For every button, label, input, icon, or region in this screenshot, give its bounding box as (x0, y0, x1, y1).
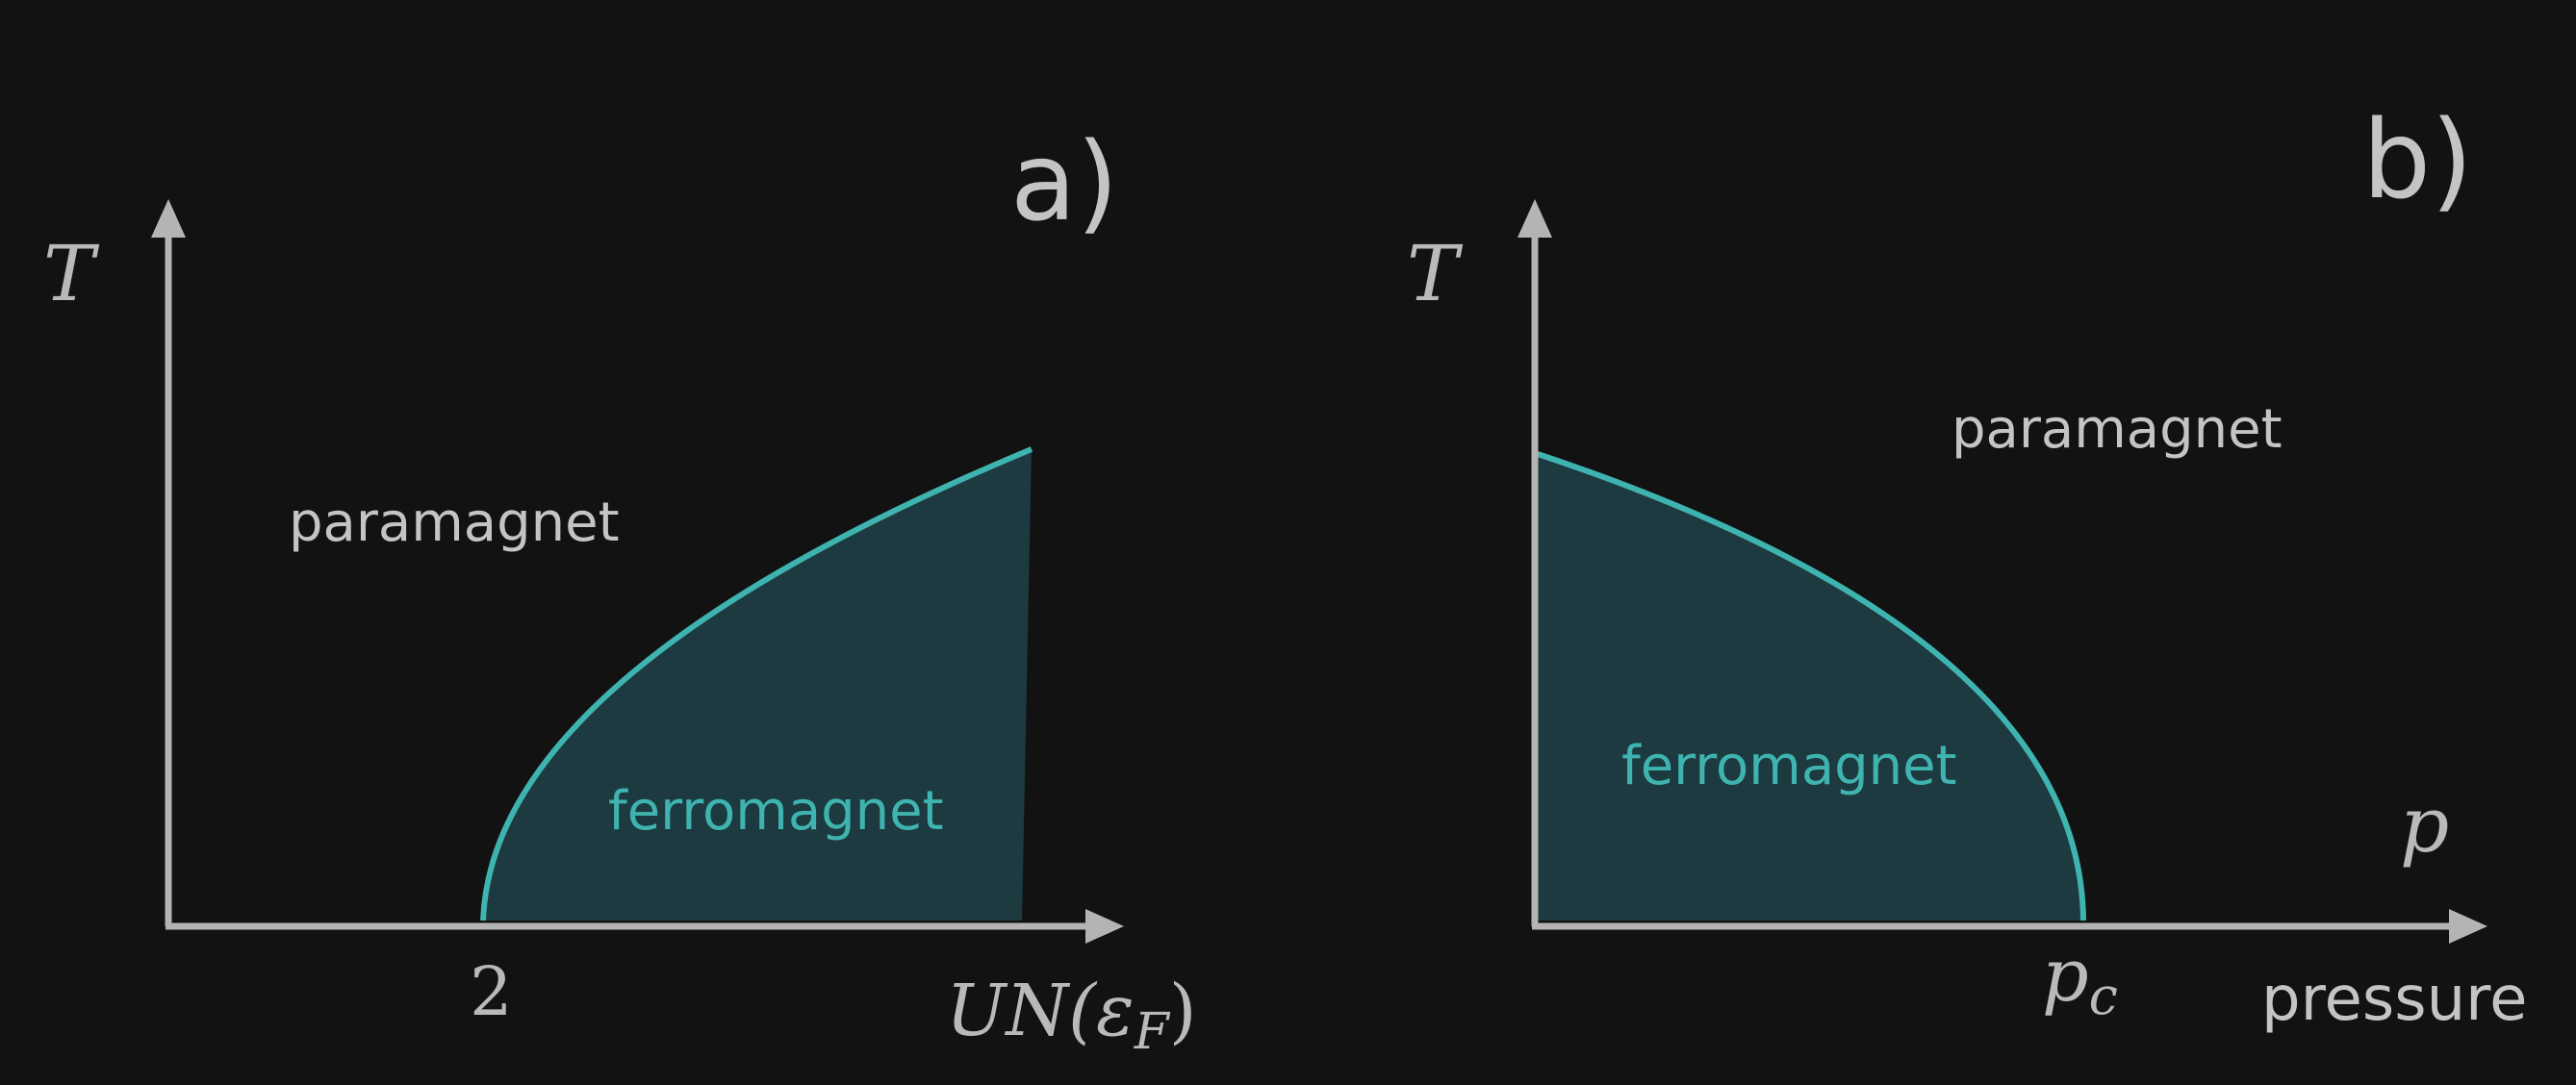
panel-a-phase-boundary (480, 446, 1033, 921)
panel-b-label: b) (2362, 98, 2473, 223)
panel-b-paramagnet-label: paramagnet (1951, 398, 2283, 461)
panel-b-y-arrow-head (1518, 199, 1552, 238)
panel-b-ferromagnet-label: ferromagnet (1621, 735, 1957, 797)
panel-a-ferromagnet-region (483, 449, 1032, 921)
panel-b-phase-boundary (1537, 451, 2086, 921)
panel-b-y-axis-label: T (1407, 229, 1464, 318)
panel-b: b) T p pressure pc paramagnet ferromagne… (1407, 98, 2527, 1035)
panel-a-x-axis-label: UN(εF) (946, 970, 1197, 1061)
panel-a-x-arrow-head (1085, 909, 1124, 944)
panel-b-x-axis-word: pressure (2261, 964, 2527, 1035)
panel-b-x-arrow-head (2449, 909, 2487, 944)
panel-a-x-tick-label: 2 (470, 952, 513, 1031)
panel-b-x-axis-symbol: p (2400, 780, 2449, 870)
panel-a-label: a) (1010, 120, 1118, 245)
panel-a-paramagnet-label: paramagnet (289, 492, 620, 554)
panel-b-ferromagnet-region (1538, 454, 2083, 921)
panel-a-ferromagnet-label: ferromagnet (608, 780, 944, 843)
panel-a-y-arrow-head (151, 199, 186, 238)
panel-a-y-axis-label: T (43, 229, 100, 318)
panel-b-x-tick-label: pc (2042, 932, 2118, 1026)
panel-a: a) T 2 UN(εF) paramagnet ferromagnet (43, 120, 1197, 1061)
